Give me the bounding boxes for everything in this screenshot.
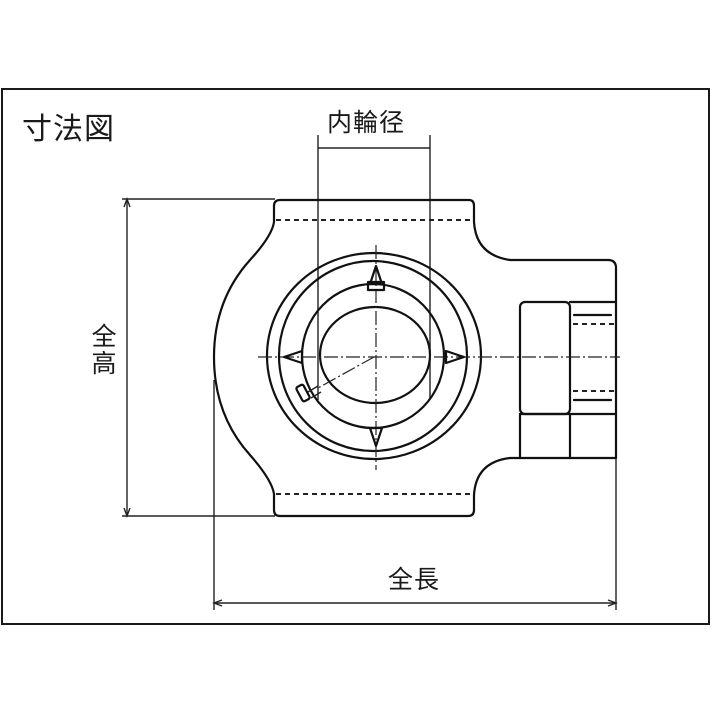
diagram-title: 寸法図 xyxy=(22,112,115,147)
bore-diameter-label: 内輪径 xyxy=(327,108,406,137)
center-lines xyxy=(258,245,620,470)
lubrication-markers xyxy=(282,264,466,448)
overall-length-label: 全長 xyxy=(388,565,441,594)
housing-outline xyxy=(212,198,618,518)
diagram-frame xyxy=(1,88,710,625)
height-dimension xyxy=(122,197,275,518)
overall-height-label: 全高 xyxy=(88,323,117,377)
set-screw xyxy=(295,356,375,403)
bearing-rings xyxy=(265,251,483,461)
side-boss xyxy=(518,300,618,460)
bore-dimension xyxy=(317,135,431,400)
length-dimension xyxy=(212,380,618,610)
